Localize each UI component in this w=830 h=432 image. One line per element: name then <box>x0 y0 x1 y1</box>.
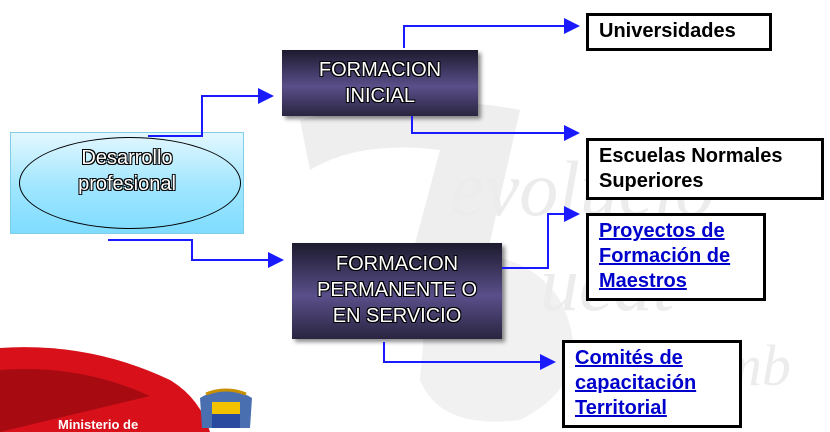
formacion-inicial-node: FORMACION INICIAL <box>282 50 478 116</box>
formacion-permanente-line-1: FORMACION <box>335 253 459 275</box>
colombia-shield-icon <box>200 388 252 428</box>
proyectos-link-line-2[interactable]: Formación de <box>599 245 731 267</box>
comites-capacitacion-box[interactable]: Comités de capacitación Territorial <box>562 340 742 428</box>
comites-link-line-3[interactable]: Territorial <box>575 397 667 419</box>
universidades-label: Universidades <box>599 20 736 42</box>
formacion-inicial-line-2: INICIAL <box>344 85 416 107</box>
escuelas-line-1: Escuelas Normales <box>599 145 783 167</box>
ministerio-logo-swoosh <box>0 347 210 432</box>
desarrollo-line-2: profesional <box>78 173 176 195</box>
proyectos-link-line-1[interactable]: Proyectos de <box>599 220 725 242</box>
escuelas-normales-box: Escuelas Normales Superiores <box>586 138 824 200</box>
proyectos-formacion-box[interactable]: Proyectos de Formación de Maestros <box>586 213 766 301</box>
escuelas-line-2: Superiores <box>599 170 704 192</box>
ministerio-text: Ministerio de <box>58 417 139 432</box>
proyectos-link-line-3[interactable]: Maestros <box>599 270 687 292</box>
formacion-permanente-line-3: EN SERVICIO <box>332 305 462 327</box>
comites-link-line-2[interactable]: capacitación <box>575 372 697 394</box>
formacion-permanente-node: FORMACION PERMANENTE O EN SERVICIO <box>292 243 502 339</box>
desarrollo-line-1: Desarrollo <box>81 147 173 169</box>
universidades-box: Universidades <box>586 13 772 51</box>
comites-link-line-1[interactable]: Comités de <box>575 347 683 369</box>
formacion-inicial-line-1: FORMACION <box>318 59 442 81</box>
formacion-permanente-line-2: PERMANENTE O <box>316 279 478 301</box>
desarrollo-profesional-node: Desarrollo profesional <box>10 132 244 234</box>
desarrollo-profesional-label: Desarrollo profesional <box>11 145 243 197</box>
desarrollo-ellipse <box>19 137 241 229</box>
